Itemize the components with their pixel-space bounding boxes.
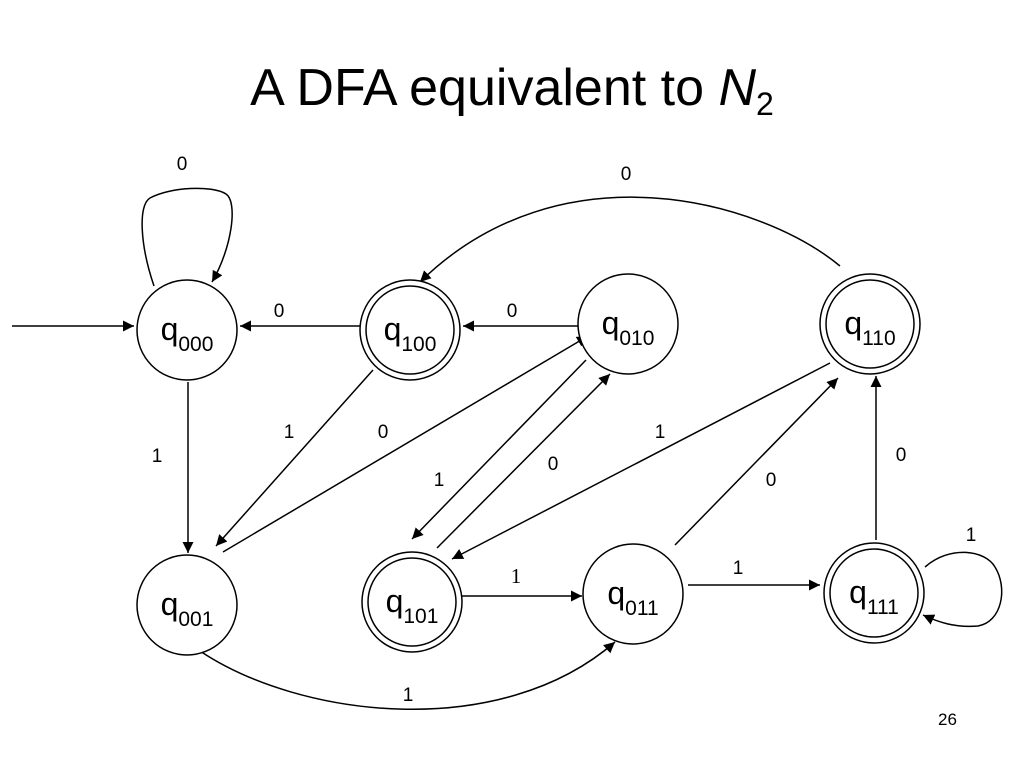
state-q011: q011 [582, 543, 684, 645]
accept-ring [829, 548, 919, 638]
transition-q010-to-q101 [411, 359, 587, 540]
transition-label: 1 [152, 446, 163, 467]
transition-label: 1 [733, 558, 744, 579]
state-q001: q001 [136, 554, 238, 656]
transition-q111-to-q111 [922, 551, 1003, 628]
transition-q001-to-q011 [199, 641, 616, 710]
transition-label: 1 [655, 422, 666, 443]
title-subscript: 2 [756, 86, 774, 122]
accept-ring [365, 285, 455, 375]
state-label: q011 [607, 575, 658, 620]
state-label: q100 [384, 311, 437, 356]
state-label: q111 [849, 574, 899, 619]
transition-label: 1 [284, 422, 295, 443]
transition-q001-to-q010 [222, 335, 589, 553]
slide-title: A DFA equivalent to N2 [0, 62, 1024, 120]
state-q111: q111 [823, 542, 925, 644]
transition-edges [12, 187, 1003, 710]
transition-label: 1 [966, 525, 977, 546]
state-q101: q101 [361, 551, 463, 653]
transition-label: 0 [548, 454, 559, 475]
title-variable: N [718, 59, 757, 117]
accept-ring [367, 557, 457, 647]
state-circle [136, 279, 238, 381]
state-q100: q100 [359, 279, 461, 381]
transition-label: 0 [621, 164, 632, 185]
state-circle [582, 543, 684, 645]
transition-q100-to-q001 [215, 369, 374, 547]
state-circle [361, 551, 463, 653]
state-nodes: q000 q100 q010 q110 q001 q101 q011 q111 [136, 273, 925, 656]
state-label: q001 [161, 586, 214, 631]
transition-label: 0 [177, 154, 188, 175]
state-circle [577, 273, 679, 375]
state-circle [136, 554, 238, 656]
state-circle [823, 542, 925, 644]
page-number: 26 [938, 710, 957, 729]
state-q010: q010 [577, 273, 679, 375]
state-q000: q000 [136, 279, 238, 381]
state-label: q101 [386, 583, 439, 628]
state-q110: q110 [819, 273, 921, 375]
state-label: q000 [161, 311, 214, 356]
transition-q110-to-q100 [419, 196, 841, 283]
transition-q110-to-q101 [451, 362, 831, 560]
transition-label: 1 [403, 685, 414, 706]
transition-label: 0 [274, 301, 285, 322]
state-circle [819, 273, 921, 375]
title-prefix: A DFA equivalent to [250, 59, 719, 117]
transition-q000-to-q000 [141, 187, 233, 287]
transition-label: 0 [766, 470, 777, 491]
transition-label: 0 [507, 301, 518, 322]
transition-q101-to-q010 [436, 373, 611, 549]
transition-label: 1 [511, 564, 522, 588]
state-label: q010 [602, 305, 655, 350]
transition-label: 0 [896, 445, 907, 466]
transition-label: 1 [434, 470, 445, 491]
accept-ring [825, 279, 915, 369]
transition-q011-to-q110 [674, 377, 839, 546]
state-label: q110 [844, 305, 895, 350]
state-circle [359, 279, 461, 381]
transition-labels: 0 1 0 1 0 1 0 1 0 1 0 1 0 1 0 1 [152, 154, 977, 706]
transition-label: 0 [378, 422, 389, 443]
